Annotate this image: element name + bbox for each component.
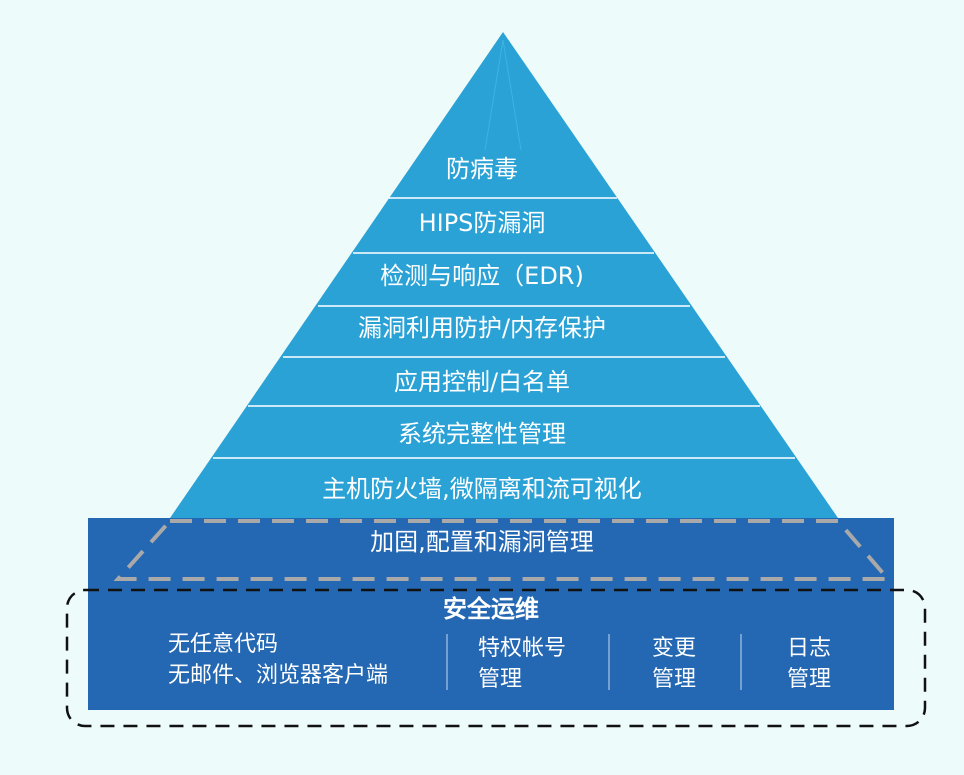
- base-block: [88, 518, 894, 710]
- layer-label-integrity: 系统完整性管理: [398, 420, 566, 448]
- ops-item-change-management: 变更 管理: [630, 633, 718, 695]
- hardening-dashed-outline: [113, 519, 893, 581]
- ops-item-line: 无任意代码: [168, 632, 279, 657]
- ops-item-no-code: 无任意代码 无邮件、浏览器客户端: [168, 629, 388, 691]
- ops-item-line: 无邮件、浏览器客户端: [168, 663, 389, 688]
- layer-label-edr: 检测与响应（EDR): [380, 262, 584, 290]
- layer-label-hardening: 加固,配置和漏洞管理: [370, 528, 594, 556]
- pyramid-triangle: [170, 32, 838, 518]
- security-ops-outline: [65, 588, 927, 728]
- apex-shade-line: [502, 39, 522, 151]
- layer-label-app-control: 应用控制/白名单: [393, 368, 571, 396]
- ops-item-line: 管理: [651, 667, 696, 692]
- ops-item-log-management: 日志 管理: [765, 633, 853, 695]
- ops-item-line: 管理: [786, 667, 831, 692]
- security-ops-title: 安全运维: [443, 595, 539, 623]
- apex-shade-line: [484, 39, 504, 151]
- ops-item-privileged-accounts: 特权帐号 管理: [478, 633, 566, 695]
- layer-label-antivirus: 防病毒: [446, 155, 518, 183]
- ops-item-line: 日志: [786, 636, 831, 661]
- layer-label-exploit-protection: 漏洞利用防护/内存保护: [357, 314, 607, 342]
- ops-item-line: 特权帐号: [478, 636, 567, 661]
- ops-item-line: 变更: [651, 636, 696, 661]
- layer-label-firewall: 主机防火墙,微隔离和流可视化: [322, 475, 642, 503]
- ops-item-line: 管理: [478, 667, 523, 692]
- layer-label-hips: HIPS防漏洞: [418, 209, 546, 237]
